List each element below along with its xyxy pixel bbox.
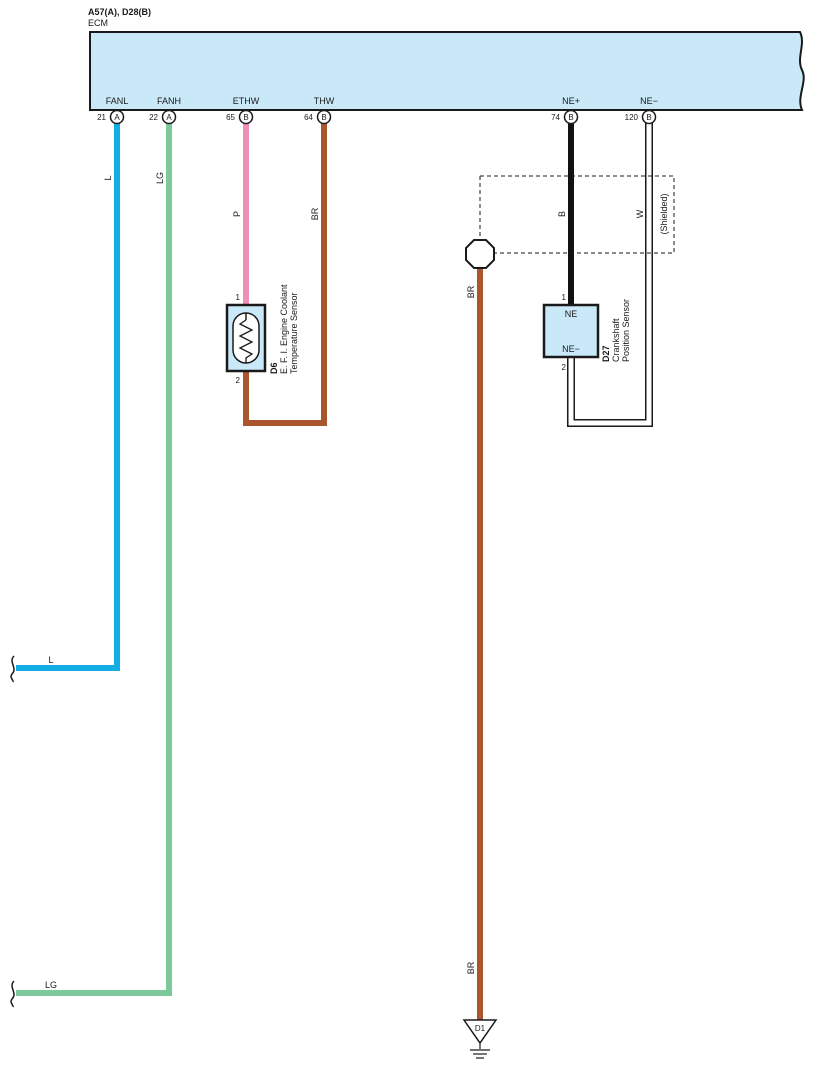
- terminal-name-neminus: NE−: [640, 96, 658, 106]
- terminal-pin-fanl: 21: [97, 113, 106, 122]
- crank-sensor-line1: Crankshaft: [611, 318, 621, 362]
- terminal-pin-fanh: 22: [149, 113, 158, 122]
- wire-thw: [243, 123, 327, 426]
- svg-text:B: B: [646, 113, 651, 122]
- ecm-connector-ids: A57(A), D28(B): [88, 7, 151, 17]
- terminal-name-neplus: NE+: [562, 96, 580, 106]
- terminal-pin-neplus: 74: [551, 113, 560, 122]
- coolant-sensor-pin-top: 1: [236, 293, 241, 302]
- terminal-neminus: B: [641, 109, 657, 125]
- terminal-pin-neminus: 120: [625, 113, 639, 122]
- coolant-sensor-line1: E. F. I. Engine Coolant: [279, 284, 289, 374]
- wire-neminus-outline: [567, 123, 653, 427]
- wire-break-fanl: [10, 655, 15, 683]
- ground-label: D1: [475, 1024, 486, 1033]
- crankshaft-position-sensor: [542, 303, 600, 359]
- crank-sensor-pin-bottom: 2: [562, 363, 567, 372]
- wire-break-fanh: [10, 980, 15, 1008]
- wire-label-fanh: LG: [155, 172, 165, 184]
- terminal-name-thw: THW: [314, 96, 335, 106]
- svg-text:B: B: [568, 113, 573, 122]
- wire-label-ground-lower: BR: [466, 961, 476, 974]
- wire-label-neminus: W: [635, 209, 645, 218]
- coolant-sensor-line2: Temperature Sensor: [289, 292, 299, 374]
- svg-text:B: B: [243, 113, 248, 122]
- coolant-sensor-code: D6: [269, 362, 279, 374]
- wire-label-ground-upper: BR: [466, 285, 476, 298]
- crank-sensor-term-bottom: NE−: [562, 344, 580, 354]
- wire-label-neplus: B: [557, 211, 567, 217]
- shield-outline: [480, 175, 675, 254]
- terminal-name-fanh: FANH: [157, 96, 181, 106]
- terminal-pin-ethw: 65: [226, 113, 235, 122]
- wire-label-thw: BR: [310, 207, 320, 220]
- svg-text:B: B: [321, 113, 326, 122]
- coolant-temp-sensor: [225, 303, 267, 373]
- ecm-name: ECM: [88, 18, 108, 28]
- terminal-ethw: B: [238, 109, 254, 125]
- wire-label-fanl-out: L: [48, 655, 53, 665]
- crank-sensor-line2: Position Sensor: [621, 299, 631, 362]
- shield-label: (Shielded): [659, 193, 669, 234]
- terminal-name-ethw: ETHW: [233, 96, 260, 106]
- terminal-neplus: B: [563, 109, 579, 125]
- coolant-sensor-pin-bottom: 2: [236, 376, 241, 385]
- crank-sensor-pin-top: 1: [562, 293, 567, 302]
- shield-splice: [465, 239, 495, 269]
- terminal-thw: B: [316, 109, 332, 125]
- wire-fanh: [16, 123, 172, 996]
- thermistor-icon: [238, 319, 254, 363]
- wire-label-ethw: P: [232, 211, 242, 217]
- crank-sensor-code: D27: [601, 345, 611, 362]
- terminal-fanl: A: [109, 109, 125, 125]
- terminal-name-fanl: FANL: [106, 96, 129, 106]
- ground-point: [462, 1019, 498, 1059]
- wire-fanl: [16, 123, 120, 671]
- crank-sensor-term-top: NE: [565, 309, 578, 319]
- svg-text:A: A: [166, 113, 172, 122]
- svg-text:A: A: [114, 113, 120, 122]
- terminal-fanh: A: [161, 109, 177, 125]
- ecm-box: [89, 31, 805, 111]
- terminal-pin-thw: 64: [304, 113, 313, 122]
- wire-neminus: [568, 123, 652, 426]
- wire-label-fanh-out: LG: [45, 980, 57, 990]
- wire-label-fanl: L: [103, 175, 113, 180]
